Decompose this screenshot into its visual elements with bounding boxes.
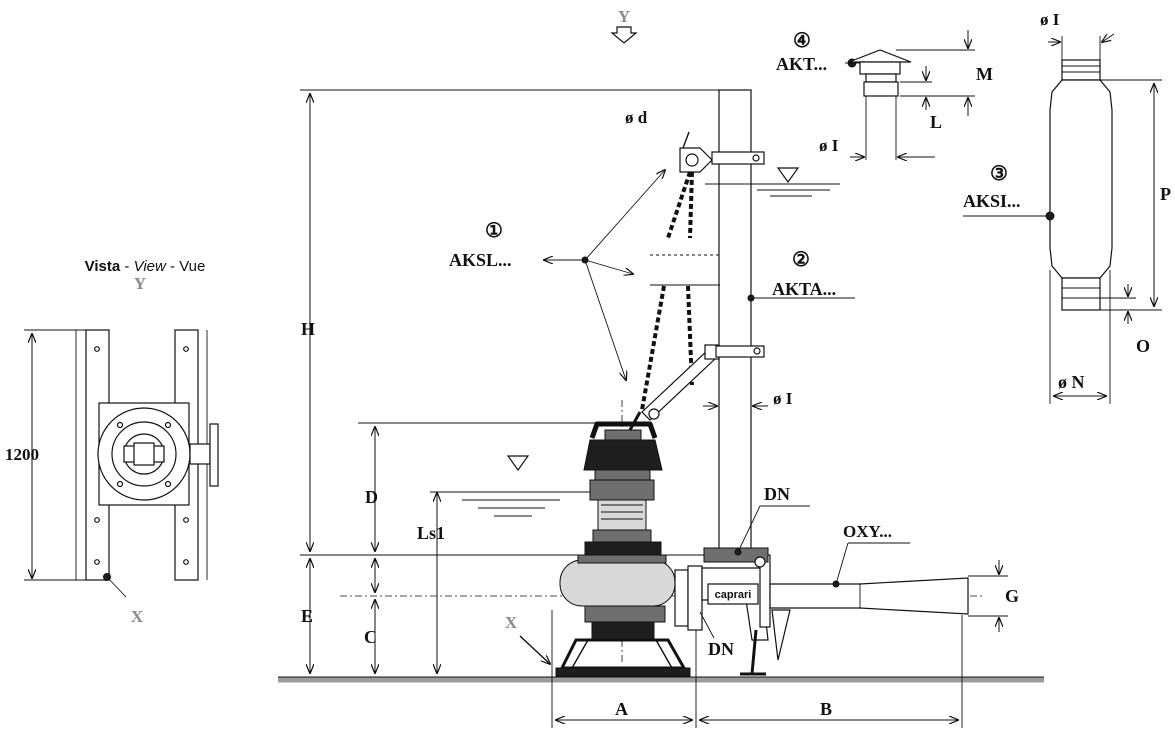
dim-dn-lower: DN bbox=[708, 639, 734, 659]
label-akta: AKTA... bbox=[772, 279, 836, 299]
label-oxy: OXY... bbox=[843, 522, 892, 541]
caption-sep1: - bbox=[120, 258, 133, 275]
label-aksl: AKSL... bbox=[449, 250, 512, 270]
caption-vue: Vue bbox=[179, 258, 205, 275]
caption-view: View bbox=[134, 258, 167, 275]
submersible-pump bbox=[555, 421, 703, 677]
elevation-y-letter: Y bbox=[618, 7, 630, 26]
dim-dn-upper: DN bbox=[764, 484, 790, 504]
dim-phi-d: ø d bbox=[625, 108, 648, 127]
dim-phi-i-aksi: ø I bbox=[1040, 10, 1060, 29]
dim-l: L bbox=[930, 112, 942, 132]
elevation-x-letter: X bbox=[505, 613, 518, 632]
water-level-icon bbox=[506, 455, 530, 472]
view-caption: Vista - View - Vue bbox=[85, 258, 206, 275]
view-y-letter: Y bbox=[134, 274, 146, 293]
dim-phi-i-pipe: ø I bbox=[773, 389, 793, 408]
aksi-number: ③ bbox=[990, 163, 1008, 185]
dim-o: O bbox=[1136, 336, 1150, 356]
dim-e: E bbox=[301, 606, 313, 626]
aksi-float-body bbox=[1049, 79, 1113, 279]
caption-sep2: - bbox=[166, 258, 179, 275]
dim-phi-i-akt: ø I bbox=[819, 136, 839, 155]
aksl-number: ① bbox=[485, 220, 503, 242]
dim-ls1: Ls1 bbox=[417, 523, 445, 543]
pump-volute bbox=[559, 559, 676, 607]
caption-vista: Vista bbox=[85, 258, 121, 275]
view-direction-arrow-icon bbox=[610, 26, 638, 44]
guide-pipe bbox=[718, 89, 752, 561]
dim-c: C bbox=[364, 627, 377, 647]
view-x-letter: X bbox=[131, 607, 144, 626]
akt-number: ④ bbox=[793, 30, 811, 52]
akta-number: ② bbox=[792, 249, 810, 271]
main-elevation: Y H E D C Ls1 bbox=[278, 7, 1044, 728]
view-y-drawing: Vista - View - Vue Y 1200 X bbox=[5, 258, 219, 626]
dim-p: P bbox=[1160, 184, 1171, 204]
dim-g: G bbox=[1005, 586, 1019, 606]
dim-a: A bbox=[615, 699, 628, 719]
oxy-ejector bbox=[769, 577, 969, 615]
aksi-float-detail: ø I P O ø N ③ AKSI... bbox=[963, 10, 1171, 404]
dim-h: H bbox=[301, 319, 315, 339]
akt-cap-detail: ④ AKT... M L ø I bbox=[776, 30, 993, 160]
dim-1200: 1200 bbox=[5, 445, 39, 464]
label-akt: AKT... bbox=[776, 54, 827, 74]
dim-d: D bbox=[365, 487, 378, 507]
dim-m: M bbox=[976, 64, 993, 84]
label-aksi: AKSI... bbox=[963, 191, 1021, 211]
dim-phi-n: ø N bbox=[1058, 372, 1085, 392]
discharge-flange-side bbox=[209, 423, 219, 487]
brand-label: caprari bbox=[715, 589, 752, 601]
dim-b: B bbox=[820, 699, 832, 719]
